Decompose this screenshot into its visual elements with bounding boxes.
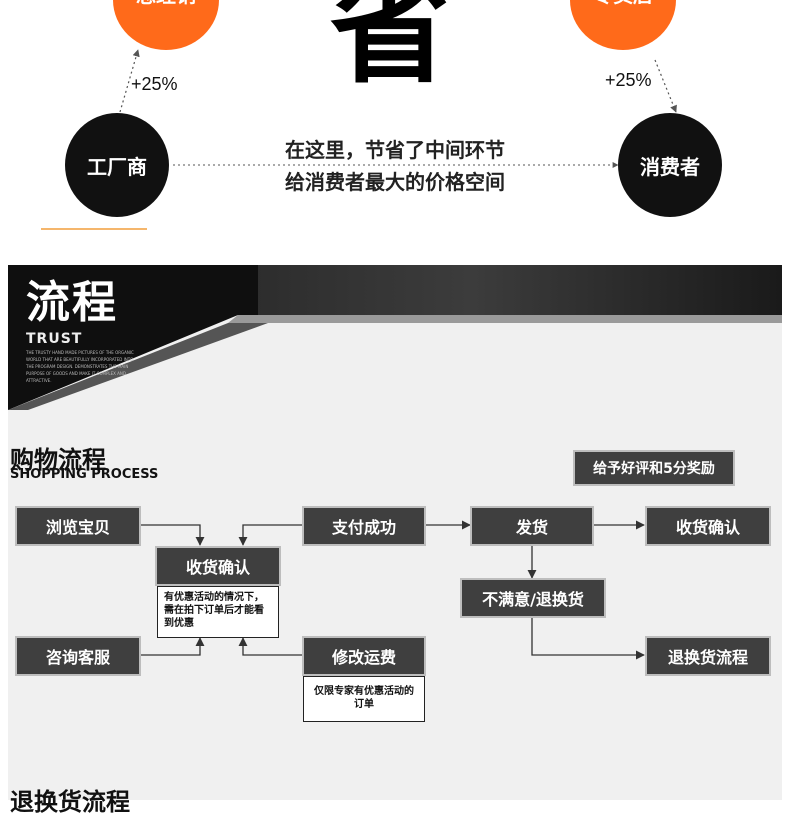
limited-note: 仅限专家有优惠活动的订单 (303, 676, 425, 722)
percent-right: +25% (605, 70, 652, 90)
top-left-circle-label: 总经销 (136, 0, 196, 8)
pay-success-box: 支付成功 (302, 506, 426, 546)
consumer-circle: 消费者 (618, 113, 722, 217)
review-reward-box: 给予好评和5分奖励 (573, 450, 735, 486)
discount-note: 有优惠活动的情况下，需在拍下订单后才能看到优惠 (157, 586, 279, 638)
receipt-confirm-box: 收货确认 (645, 506, 771, 546)
factory-circle: 工厂商 (65, 113, 169, 217)
consult-box: 咨询客服 (15, 636, 141, 676)
middle-line-2: 给消费者最大的价格空间 (285, 170, 505, 194)
big-save-character: 省 (330, 0, 450, 100)
shopping-process-title: 购物流程 (10, 446, 106, 474)
panel-title: 流程 (26, 277, 118, 328)
browse-box: 浏览宝贝 (15, 506, 141, 546)
return-process-box: 退换货流程 (645, 636, 771, 676)
percent-left: +25% (131, 74, 178, 94)
panel-header-graphic (8, 265, 782, 410)
top-right-circle-label: 专卖店 (593, 0, 653, 8)
unsatisfied-box: 不满意/退换货 (460, 578, 606, 618)
ship-box: 发货 (470, 506, 594, 546)
trust-description: THE TRUSTY HAND MADE PICTURES OF THE ORG… (26, 350, 134, 383)
modify-shipping-box: 修改运费 (302, 636, 426, 676)
shopping-process-subtitle: SHOPPING PROCESS (10, 467, 159, 482)
orange-underline (41, 228, 147, 230)
middle-line-1: 在这里，节省了中间环节 (285, 138, 505, 162)
factory-label: 工厂商 (87, 154, 147, 179)
consumer-label: 消费者 (640, 154, 700, 179)
confirm-receipt-box: 收货确认 (155, 546, 281, 586)
trust-label: TRUST (26, 331, 83, 347)
flow-arrows (119, 49, 677, 660)
